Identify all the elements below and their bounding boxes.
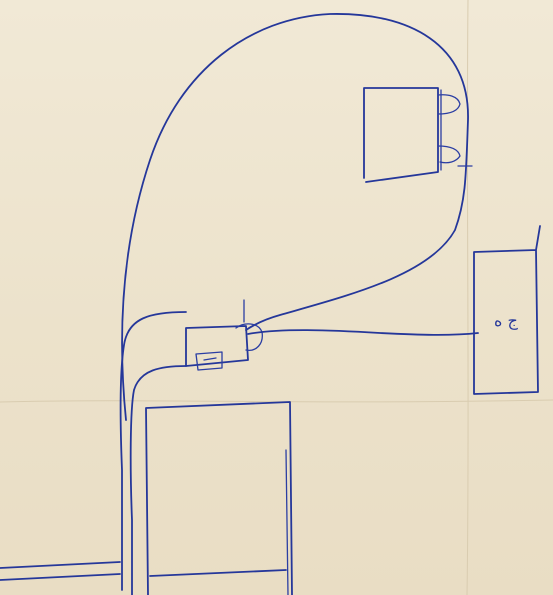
panel-handwritten-label: ج ه — [494, 311, 518, 330]
